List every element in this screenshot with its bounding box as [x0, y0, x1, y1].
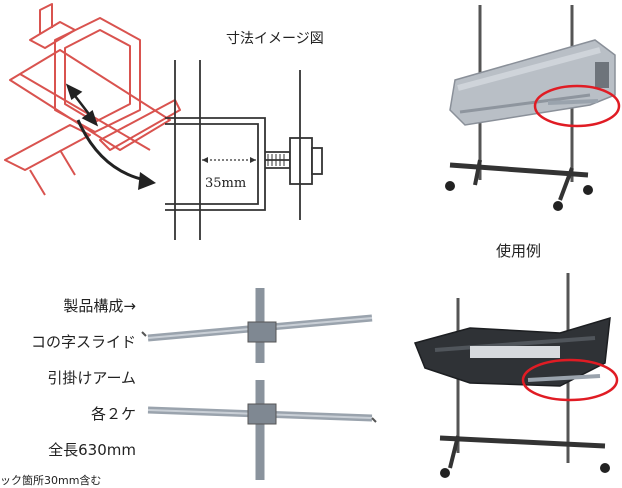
product-line-note: ック箇所30mm含む: [0, 474, 102, 487]
product-heading: 製品構成→: [63, 297, 136, 315]
product-line-length: 全長630mm: [48, 441, 136, 459]
product-line-quantity: 各２ケ: [90, 405, 136, 423]
clamp-sketch-illustration: [4, 3, 181, 196]
product-line-slide: コの字スライド: [30, 333, 136, 351]
diagram-title: 寸法イメージ図: [226, 31, 324, 47]
usage-photo-dark-bumper: [413, 273, 619, 478]
product-line-arm: 引掛けアーム: [47, 369, 136, 387]
dimension-label: 35mm: [205, 176, 247, 191]
usage-photo-bumper-stand: [445, 5, 621, 211]
dimension-diagram: [165, 60, 323, 240]
product-photo-arms: [141, 288, 377, 480]
usage-caption: 使用例: [496, 242, 542, 260]
